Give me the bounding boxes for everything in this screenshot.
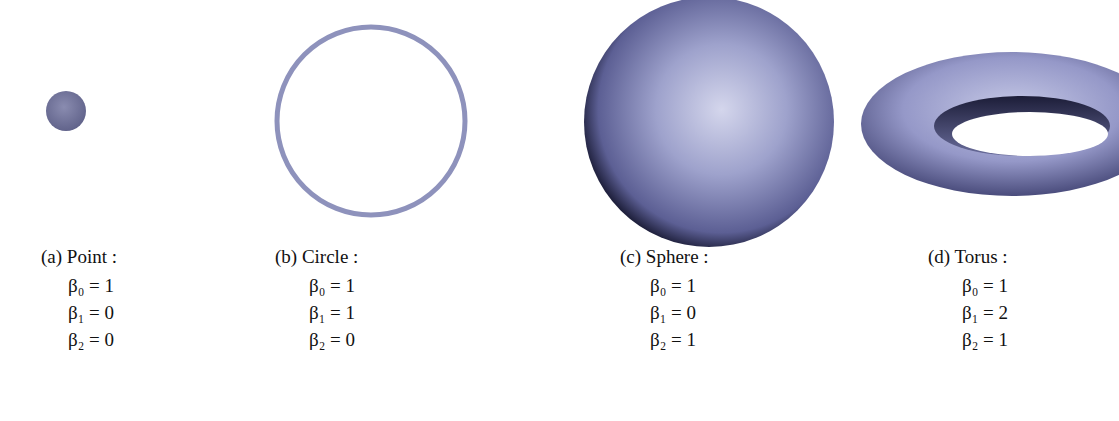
betti-number: β₀ = 1 xyxy=(962,275,1008,297)
betti-number: β₁ = 2 xyxy=(962,302,1008,324)
betti-number: β₂ = 0 xyxy=(68,329,114,351)
torus-shape xyxy=(861,52,1119,196)
shape-caption: (a) Point : xyxy=(41,246,117,268)
betti-number: β₀ = 1 xyxy=(309,275,355,297)
betti-number: β₂ = 0 xyxy=(309,329,355,351)
betti-number: β₂ = 1 xyxy=(962,329,1008,351)
point-shape xyxy=(46,91,86,131)
shape-caption: (b) Circle : xyxy=(275,246,358,268)
betti-number: β₁ = 0 xyxy=(68,302,114,324)
betti-number: β₀ = 1 xyxy=(650,275,696,297)
shape-caption: (d) Torus : xyxy=(928,246,1008,268)
betti-number: β₁ = 1 xyxy=(309,302,355,324)
shape-caption: (c) Sphere : xyxy=(620,246,709,268)
betti-number: β₂ = 1 xyxy=(650,329,696,351)
betti-number: β₀ = 1 xyxy=(68,275,114,297)
betti-number: β₁ = 0 xyxy=(650,302,696,324)
circle-shape xyxy=(277,27,465,215)
sphere-shape xyxy=(584,0,834,247)
